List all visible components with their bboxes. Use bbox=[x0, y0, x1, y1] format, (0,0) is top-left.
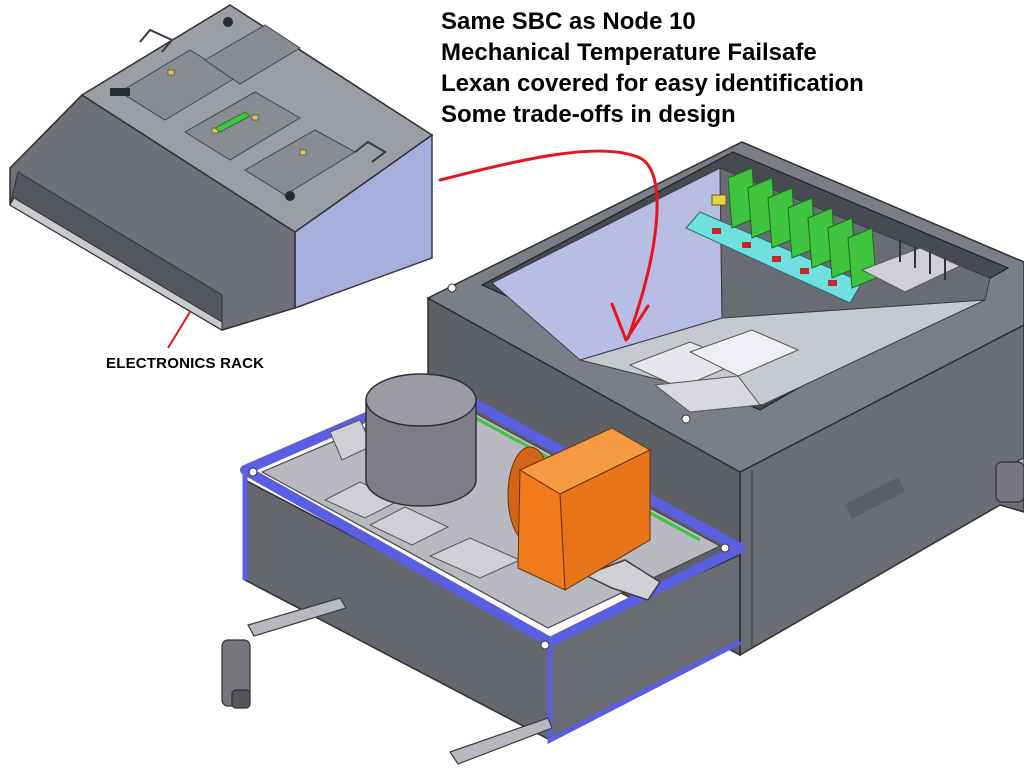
floor-block-front bbox=[653, 375, 761, 413]
drawer-fasteners bbox=[248, 283, 730, 650]
annotation-line-lexan: Lexan covered for easy identification bbox=[441, 70, 864, 97]
rack-handles bbox=[139, 28, 387, 163]
tray-ribs bbox=[323, 419, 522, 579]
pcb-card-stack bbox=[727, 167, 877, 289]
annotation-line-sbc: Same SBC as Node 10 bbox=[441, 8, 696, 35]
rack-green-board bbox=[214, 111, 251, 133]
rack-top-modules bbox=[119, 24, 356, 196]
terminal-posts bbox=[899, 240, 946, 280]
cylinder-housing bbox=[365, 373, 477, 507]
yellow-component bbox=[711, 194, 727, 206]
annotation-line-tradeoffs: Some trade-offs in design bbox=[441, 101, 736, 128]
annotation-text-block: Same SBC as Node 10 Mechanical Temperatu… bbox=[441, 6, 864, 130]
enclosure-nameplate bbox=[844, 477, 906, 519]
rack-black-ports bbox=[110, 17, 295, 201]
caster-wheels bbox=[221, 461, 1024, 709]
electronics-rack-label: ELECTRONICS RACK bbox=[106, 355, 265, 372]
tray-handle bbox=[583, 559, 662, 601]
rack-lower-lip bbox=[9, 197, 223, 331]
annotation-line-failsafe: Mechanical Temperature Failsafe bbox=[441, 39, 817, 66]
floor-block-right bbox=[688, 329, 800, 377]
rack-label-leader bbox=[167, 311, 191, 349]
electronics-rack bbox=[9, 4, 434, 331]
orange-component-box bbox=[507, 427, 652, 591]
bracket-connectors bbox=[712, 228, 837, 286]
drawer-blue-frame-front bbox=[547, 639, 742, 745]
callout-arrow bbox=[438, 149, 659, 340]
callout-arrowhead bbox=[610, 302, 650, 342]
drawer-assembly bbox=[240, 283, 745, 745]
